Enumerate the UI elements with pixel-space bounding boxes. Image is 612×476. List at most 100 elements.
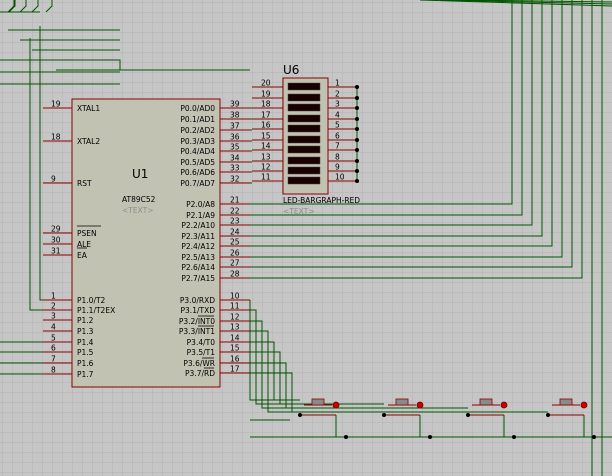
led-segment <box>287 124 321 133</box>
left-vertical-wire <box>29 38 43 311</box>
button-2[interactable] <box>384 398 424 416</box>
u1-pin-label: P0.3/AD3 <box>180 137 215 146</box>
button-3[interactable] <box>468 398 508 416</box>
p3-wire <box>250 372 548 413</box>
top-right-wire <box>439 0 612 5</box>
u6-pin-number: 16 <box>261 121 271 130</box>
led-segment <box>287 82 321 91</box>
u1-pin-number: 33 <box>230 164 240 173</box>
u1-pin-label: P3.3/INT1 <box>179 327 215 336</box>
junction-dot <box>355 138 359 142</box>
border-wire <box>8 0 16 13</box>
u6-pin-number: 12 <box>261 163 271 172</box>
junction-dot <box>355 96 359 100</box>
u6-pin-number: 10 <box>335 173 345 182</box>
u1-pin-number: 39 <box>230 100 240 109</box>
u1-pin-number: 8 <box>51 366 56 375</box>
junction-dot <box>355 117 359 121</box>
u1-pin-number: 35 <box>230 143 240 152</box>
u6-pin-number: 2 <box>335 90 340 99</box>
u6-pin-number: 14 <box>261 142 271 151</box>
left-vertical-wire <box>39 26 43 301</box>
p3-wire <box>250 341 300 401</box>
u6-pin-number: 13 <box>261 153 271 162</box>
p2-output-wire <box>250 0 583 279</box>
u1-pin-label: P0.5/AD5 <box>180 158 215 167</box>
u1-pin-label: RST <box>77 179 92 188</box>
button-cap <box>311 398 325 406</box>
u6-part-name: LED-BARGRAPH-RED <box>283 196 360 205</box>
button-red-dot <box>580 401 588 409</box>
u6-pin-number: 6 <box>335 132 340 141</box>
u1-part-name: AT89C52 <box>122 195 156 204</box>
led-segment <box>287 166 321 175</box>
junction-dot <box>355 179 359 183</box>
u1-pin-number: 18 <box>51 133 61 142</box>
u6-pin-number: 17 <box>261 111 271 120</box>
u6-pin-number: 4 <box>335 111 340 120</box>
button-4[interactable] <box>548 398 588 416</box>
u1-pin-number: 31 <box>51 247 61 256</box>
led-segment <box>287 135 321 144</box>
junction-dot <box>512 435 516 439</box>
u1-pin-number: 1 <box>51 292 56 301</box>
u1-pin-number: 3 <box>51 312 56 321</box>
u1-pin-label: P2.6/A14 <box>181 263 215 272</box>
led-segment <box>287 176 321 185</box>
u1-pin-label: XTAL2 <box>77 137 100 146</box>
u1-pin-label: P3.0/RXD <box>180 296 215 305</box>
p2-output-wire <box>250 0 513 205</box>
u1-pin-label: P2.0/A8 <box>186 200 215 209</box>
u1-pin-number: 7 <box>51 355 56 364</box>
u1-pin-number: 12 <box>230 313 240 322</box>
u6-pin-number: 15 <box>261 132 271 141</box>
u1-pin-label: PSEN <box>77 229 97 238</box>
u1-pin-label: P1.7 <box>77 370 94 379</box>
u1-pin-label: P1.4 <box>77 338 94 347</box>
u1-pin-number: 32 <box>230 175 240 184</box>
led-segment <box>287 156 321 165</box>
u1-pin-number: 21 <box>230 196 240 205</box>
u1-pin-number: 38 <box>230 111 240 120</box>
p2-output-wire <box>250 0 543 237</box>
junction-dot <box>592 435 596 439</box>
u6-pin-number: 3 <box>335 100 340 109</box>
button-cap <box>559 398 573 406</box>
u6-pin-number: 11 <box>261 173 271 182</box>
u1-pin-label: P1.1/T2EX <box>77 306 115 315</box>
u1-ref: U1 <box>132 167 148 181</box>
u1-pin-number: 9 <box>51 175 56 184</box>
u1-pin-number: 25 <box>230 238 240 247</box>
junctions <box>298 85 596 439</box>
p2-output-wire <box>250 0 573 268</box>
junction-dot <box>466 413 470 417</box>
u1-text-placeholder: <TEXT> <box>122 206 153 215</box>
u1-pin-number: 37 <box>230 122 240 131</box>
border-wire <box>19 0 27 13</box>
u1-pin-number: 23 <box>230 217 240 226</box>
u1-pin-label: P2.7/A15 <box>181 274 215 283</box>
junction-dot <box>382 413 386 417</box>
junction-dot <box>355 127 359 131</box>
u1-pin-label: P0.2/AD2 <box>180 126 215 135</box>
push-buttons[interactable] <box>300 398 588 416</box>
u6-pin-number: 8 <box>335 153 340 162</box>
p2-output-wire <box>250 0 533 226</box>
top-right-wire <box>419 0 612 7</box>
u1-pin-number: 24 <box>230 228 240 237</box>
button-1[interactable] <box>300 398 340 416</box>
u1-pin-label: P1.0/T2 <box>77 296 106 305</box>
u6-pin-number: 1 <box>335 79 340 88</box>
button-red-dot <box>416 401 424 409</box>
u1-pin-number: 6 <box>51 344 56 353</box>
junction-dot <box>355 106 359 110</box>
u1-pin-label: P0.0/AD0 <box>180 104 215 113</box>
u6-pin-number: 7 <box>335 142 340 151</box>
u1-pin-number: 29 <box>51 225 61 234</box>
u1-pin-label: P0.4/AD4 <box>180 147 215 156</box>
junction-dot <box>298 413 302 417</box>
u1-pin-label: P2.1/A9 <box>186 211 215 220</box>
